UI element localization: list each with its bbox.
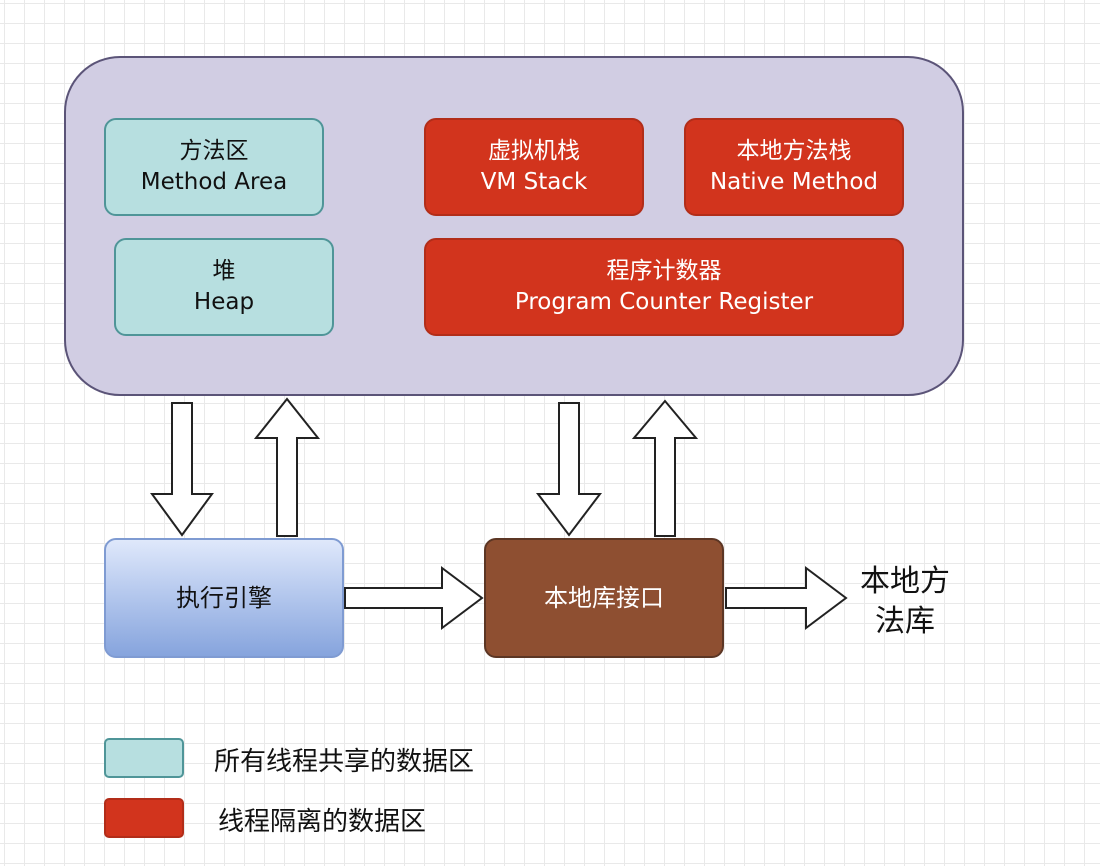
legend-swatch-isolated — [104, 798, 184, 838]
method-area-zh-label: 方法区 — [179, 138, 249, 164]
vm-stack-en-label: VM Stack — [480, 169, 588, 195]
program-counter-zh-label: 程序计数器 — [606, 258, 722, 284]
arrow-up-from-engine — [253, 397, 321, 537]
native-method-stack-zh-label: 本地方法栈 — [736, 138, 852, 164]
arrow-native-interface-to-library — [725, 566, 848, 630]
program-counter-box: 程序计数器 Program Counter Register — [424, 238, 904, 336]
runtime-data-area — [64, 56, 964, 396]
legend-label-isolated: 线程隔离的数据区 — [218, 807, 427, 837]
execution-engine-label: 执行引擎 — [176, 583, 272, 612]
native-method-stack-en-label: Native Method — [709, 169, 879, 195]
legend-label-shared: 所有线程共享的数据区 — [214, 747, 475, 777]
arrow-down-to-native-interface — [535, 402, 603, 537]
vm-stack-zh-label: 虚拟机栈 — [488, 138, 580, 164]
vm-stack-box: 虚拟机栈 VM Stack — [424, 118, 644, 216]
native-library-label: 本地方 法库 — [846, 562, 964, 642]
legend-swatch-shared — [104, 738, 184, 778]
program-counter-en-label: Program Counter Register — [514, 289, 814, 315]
heap-zh-label: 堆 — [212, 258, 236, 284]
arrow-down-to-engine — [150, 402, 214, 537]
heap-en-label: Heap — [193, 289, 255, 315]
method-area-box: 方法区 Method Area — [104, 118, 324, 216]
native-interface-label: 本地库接口 — [544, 583, 664, 612]
arrow-up-from-native-interface — [631, 399, 699, 537]
native-library-line2: 法库 — [875, 604, 935, 639]
method-area-en-label: Method Area — [140, 169, 288, 195]
heap-box: 堆 Heap — [114, 238, 334, 336]
execution-engine-box: 执行引擎 — [104, 538, 344, 658]
native-interface-box: 本地库接口 — [484, 538, 724, 658]
arrow-engine-to-native-interface — [344, 566, 484, 630]
native-method-stack-box: 本地方法栈 Native Method — [684, 118, 904, 216]
native-library-line1: 本地方 — [860, 564, 950, 599]
